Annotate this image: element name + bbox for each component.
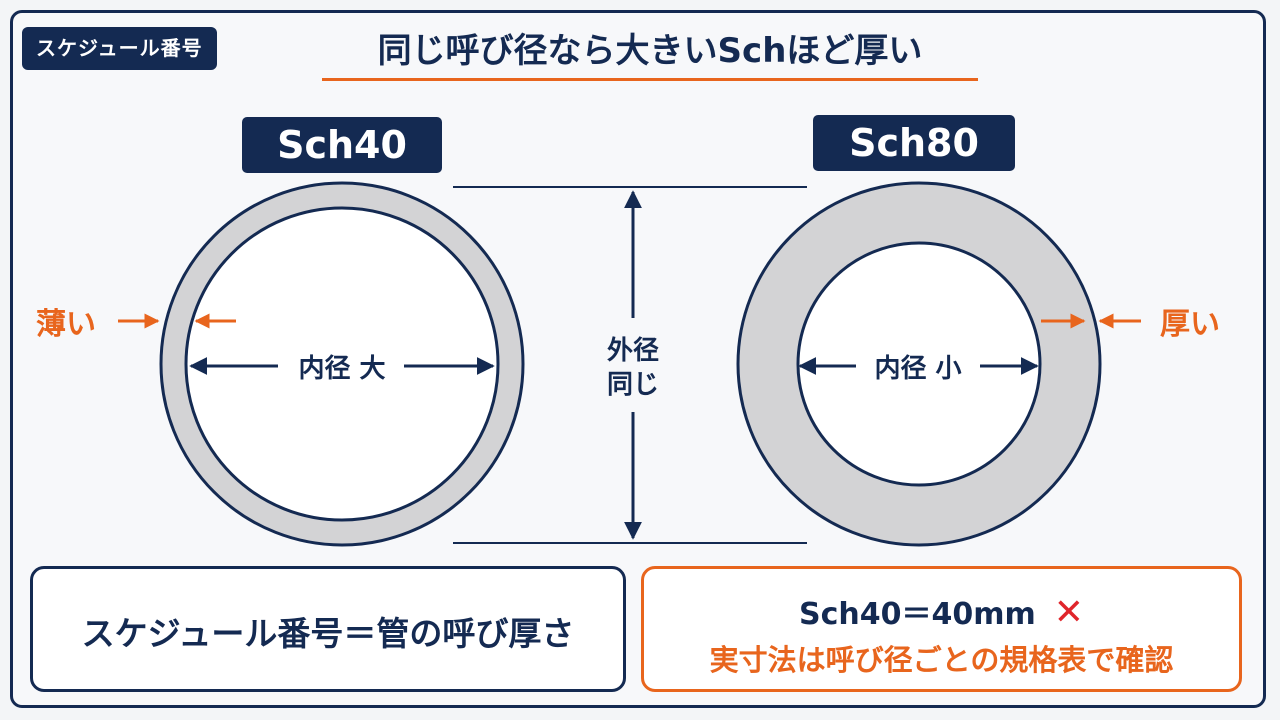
definition-box: スケジュール番号＝管の呼び厚さ <box>30 566 626 692</box>
misconception-text: Sch40＝40mm <box>799 597 1036 632</box>
thin-label: 薄い <box>36 307 96 342</box>
sch80-inner-circle <box>796 241 1042 487</box>
sch40-pipe <box>159 181 525 547</box>
caution-box: Sch40＝40mm ✕ 実寸法は呼び径ごとの規格表で確認 <box>641 566 1242 692</box>
outer-label-line2: 同じ <box>607 370 659 400</box>
definition-text: スケジュール番号＝管の呼び厚さ <box>81 614 575 653</box>
sch80-pipe <box>736 181 1102 547</box>
caution-text: 実寸法は呼び径ごとの規格表で確認 <box>709 643 1174 677</box>
sch80-label: Sch80 <box>813 115 1015 171</box>
diagram-heading: 同じ呼び径なら大きいSchほど厚い <box>322 28 978 81</box>
outer-label-line1: 外径 <box>607 336 659 366</box>
sch40-inner-label: 内径 大 <box>298 354 385 384</box>
sch40-inner-circle <box>184 206 500 522</box>
cross-icon: ✕ <box>1053 592 1084 633</box>
sch80-inner-label: 内径 小 <box>874 354 961 384</box>
topic-tag: スケジュール番号 <box>22 27 217 70</box>
sch40-label: Sch40 <box>242 117 442 173</box>
thick-label: 厚い <box>1160 307 1220 342</box>
